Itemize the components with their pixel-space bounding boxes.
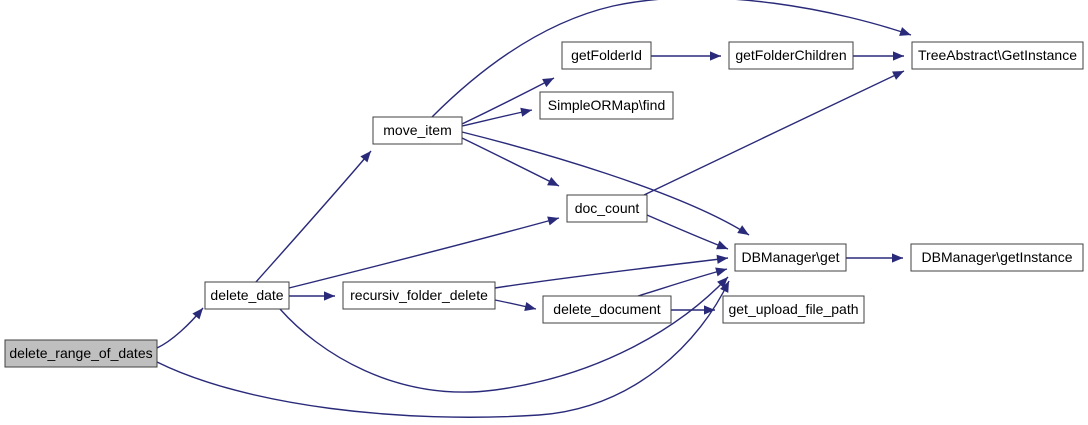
node-box[interactable] <box>204 281 290 310</box>
node-label: DBManager\get <box>741 249 839 265</box>
node-label: TreeAbstract\GetInstance <box>918 47 1077 63</box>
arrowhead-icon <box>717 277 728 289</box>
edge-move_item-to-getFolderId <box>461 77 555 125</box>
edge-delete_date-to-doc_count <box>288 216 560 289</box>
node-label: getFolderChildren <box>735 47 846 63</box>
edge-line <box>255 150 372 283</box>
edge-getFolderId-to-getFolderChildren <box>651 51 721 61</box>
node-doc_count[interactable]: doc_count <box>566 194 648 223</box>
arrowhead-icon <box>547 216 559 226</box>
arrowhead-icon <box>520 107 532 117</box>
node-delete_range_of_dates[interactable]: delete_range_of_dates <box>4 339 158 368</box>
edge-line <box>156 280 730 418</box>
edge-move_item-to-DBManager_get <box>461 131 750 236</box>
node-box[interactable] <box>728 41 854 70</box>
edge-delete_date-to-move_item <box>255 150 372 283</box>
node-box[interactable] <box>342 281 496 310</box>
node-label: move_item <box>383 122 451 138</box>
node-box[interactable] <box>539 91 674 120</box>
node-box[interactable] <box>734 243 847 272</box>
edge-delete_document-to-get_upload_file_path <box>671 305 715 315</box>
arrowhead-icon <box>716 254 728 264</box>
edge-delete_date-to-DBManager_get <box>279 276 729 393</box>
node-label: delete_date <box>210 287 283 303</box>
edge-move_item-to-SimpleORMap_find <box>461 107 533 127</box>
arrowhead-icon <box>710 51 721 61</box>
arrowhead-icon <box>720 281 729 293</box>
node-label: get_upload_file_path <box>728 301 858 317</box>
edge-doc_count-to-DBManager_get <box>646 214 729 250</box>
edge-line <box>646 214 729 250</box>
node-box[interactable] <box>911 41 1084 70</box>
edge-move_item-to-TreeAbstract_GetInstance <box>431 0 912 118</box>
node-box[interactable] <box>4 339 158 368</box>
node-SimpleORMap_find[interactable]: SimpleORMap\find <box>539 91 674 120</box>
arrowhead-icon <box>715 267 727 277</box>
edge-line <box>461 131 750 236</box>
edge-recursiv_folder_delete-to-delete_document <box>494 299 537 312</box>
edge-line <box>288 217 560 289</box>
node-DBManager_getInstance[interactable]: DBManager\getInstance <box>910 243 1084 272</box>
edge-delete_range_of_dates-to-DBManager_get <box>156 280 730 418</box>
node-box[interactable] <box>910 243 1084 272</box>
arrowhead-icon <box>324 291 335 301</box>
node-label: delete_range_of_dates <box>9 345 152 361</box>
node-box[interactable] <box>542 295 672 324</box>
node-DBManager_get[interactable]: DBManager\get <box>734 243 847 272</box>
arrowhead-icon <box>524 302 536 312</box>
arrowhead-icon <box>892 253 903 263</box>
edge-line <box>431 0 912 118</box>
node-label: getFolderId <box>571 47 642 63</box>
edge-delete_date-to-recursiv_folder_delete <box>289 291 335 301</box>
node-TreeAbstract_GetInstance[interactable]: TreeAbstract\GetInstance <box>911 41 1084 70</box>
edge-doc_count-to-TreeAbstract_GetInstance <box>643 70 905 196</box>
edge-line <box>461 137 560 187</box>
node-label: SimpleORMap\find <box>548 97 666 113</box>
arrowhead-icon <box>737 225 749 235</box>
node-getFolderChildren[interactable]: getFolderChildren <box>728 41 854 70</box>
edge-recursiv_folder_delete-to-DBManager_get <box>494 254 729 289</box>
arrowhead-icon <box>704 305 715 315</box>
edge-line <box>494 257 729 289</box>
edge-line <box>279 276 729 393</box>
arrowhead-icon <box>899 27 911 36</box>
node-move_item[interactable]: move_item <box>372 116 463 145</box>
node-label: delete_document <box>553 301 661 317</box>
edge-delete_document-to-DBManager_get <box>637 267 728 297</box>
arrowhead-icon <box>892 71 904 80</box>
node-box[interactable] <box>561 41 652 70</box>
node-delete_date[interactable]: delete_date <box>204 281 290 310</box>
arrowhead-icon <box>893 51 904 61</box>
edges-layer <box>156 0 912 418</box>
node-label: DBManager\getInstance <box>922 249 1073 265</box>
edge-move_item-to-doc_count <box>461 137 560 187</box>
arrowhead-icon <box>542 78 554 88</box>
arrowhead-icon <box>716 240 728 250</box>
node-getFolderId[interactable]: getFolderId <box>561 41 652 70</box>
node-box[interactable] <box>566 194 648 223</box>
arrowhead-icon <box>547 176 559 186</box>
edge-delete_range_of_dates-to-delete_date <box>156 307 204 349</box>
edge-getFolderChildren-to-TreeAbstract_GetInstance <box>853 51 904 61</box>
node-recursiv_folder_delete[interactable]: recursiv_folder_delete <box>342 281 496 310</box>
node-box[interactable] <box>722 295 865 324</box>
node-label: doc_count <box>575 200 640 216</box>
arrowhead-icon <box>360 151 371 163</box>
node-delete_document[interactable]: delete_document <box>542 295 672 324</box>
arrowhead-icon <box>192 308 203 320</box>
node-get_upload_file_path[interactable]: get_upload_file_path <box>722 295 865 324</box>
nodes-layer: delete_range_of_dates delete_date recursiv… <box>4 41 1084 368</box>
node-label: recursiv_folder_delete <box>350 287 488 303</box>
node-box[interactable] <box>372 116 463 145</box>
edge-line <box>643 70 905 196</box>
edge-DBManager_get-to-DBManager_getInstance <box>846 253 903 263</box>
